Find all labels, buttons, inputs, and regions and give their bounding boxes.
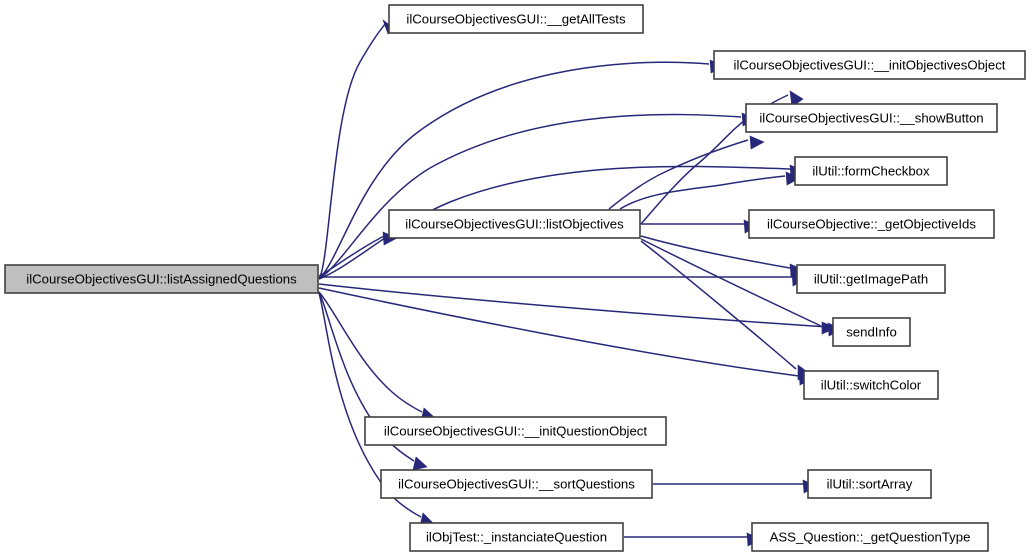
call-edge-sortQuestions-to-sortArray [653,479,818,494]
node-box[interactable] [713,50,1026,80]
call-edge-listObjectives-to-showButton [608,135,765,210]
node-label: ASS_Question::_getQuestionType [770,529,971,544]
call-edge-listAssignedQuestions-to-initQuestionObject [318,291,436,422]
node-box[interactable] [796,264,946,294]
node-box[interactable] [803,370,939,400]
node-layer: ilCourseObjectivesGUI::listAssignedQuest… [4,4,1026,552]
edge-line [608,139,749,210]
graph-node-instanciateQuestion[interactable]: ilObjTest::_instanciateQuestion [409,522,624,552]
node-label: ilCourseObjectivesGUI::__getAllTests [406,11,626,26]
node-label: ilUtil::switchColor [821,377,922,392]
graph-node-getQuestionType[interactable]: ASS_Question::_getQuestionType [751,522,989,552]
graph-node-formCheckbox[interactable]: ilUtil::formCheckbox [794,156,948,186]
node-box[interactable] [807,469,932,499]
call-edge-listObjectives-to-formCheckbox [619,171,801,210]
node-box[interactable] [832,317,911,347]
edge-line [318,291,423,413]
call-edge-listObjectives-to-getImagePath [640,235,805,278]
arrowhead-icon [785,171,801,186]
node-label: ilCourseObjectivesGUI::listObjectives [405,216,624,231]
node-box[interactable] [4,264,319,294]
edge-line [318,113,742,280]
graph-node-switchColor[interactable]: ilUtil::switchColor [803,370,939,400]
node-box[interactable] [794,156,948,186]
node-label: ilObjTest::_instanciateQuestion [426,529,607,544]
graph-node-sortQuestions[interactable]: ilCourseObjectivesGUI::__sortQuestions [380,469,653,499]
node-label: ilCourseObjectivesGUI::__sortQuestions [398,476,635,491]
node-box[interactable] [388,209,641,239]
node-box[interactable] [364,416,667,446]
edge-line [640,238,822,327]
edge-line [640,235,791,269]
graph-node-listObjectives[interactable]: ilCourseObjectivesGUI::listObjectives [388,209,641,239]
call-edge-listAssignedQuestions-to-showButton [318,112,757,280]
arrowhead-icon [821,321,837,335]
call-edge-listObjectives-to-switchColor [640,240,811,381]
graph-node-initObjectivesObject[interactable]: ilCourseObjectivesGUI::__initObjectivesO… [713,50,1026,80]
node-label: ilCourseObjectivesGUI::listAssignedQuest… [26,271,297,286]
node-label: ilCourseObjective::_getObjectiveIds [767,216,976,231]
call-edge-listAssignedQuestions-to-listObjectives [318,231,398,277]
edge-line [318,292,422,518]
node-box[interactable] [751,522,989,552]
edge-layer [318,19,843,547]
node-box[interactable] [748,209,995,239]
graph-node-sendInfo[interactable]: sendInfo [832,317,911,347]
graph-node-showButton[interactable]: ilCourseObjectivesGUI::__showButton [745,103,998,133]
call-edge-listObjectives-to-sendInfo [640,238,837,335]
graph-node-getObjectiveIds[interactable]: ilCourseObjective::_getObjectiveIds [748,209,995,239]
node-label: ilCourseObjectivesGUI::__initObjectivesO… [734,57,1006,72]
call-edge-instanciateQuestion-to-getQuestionType [624,532,762,547]
edge-line [318,165,791,280]
arrowhead-icon [789,90,804,108]
arrowhead-icon [749,135,765,150]
edge-line [318,61,710,280]
call-edge-listObjectives-to-getObjectiveIds [641,219,759,234]
node-label: ilUtil::sortArray [827,476,913,491]
node-box[interactable] [409,522,624,552]
graph-node-sortArray[interactable]: ilUtil::sortArray [807,469,932,499]
call-edge-listAssignedQuestions-to-initObjectivesObject [318,59,725,280]
graph-node-getImagePath[interactable]: ilUtil::getImagePath [796,264,946,294]
node-label: sendInfo [846,324,897,339]
edge-line [318,287,800,377]
call-edge-listAssignedQuestions-to-switchColor [318,287,814,386]
node-box[interactable] [745,103,998,133]
node-box[interactable] [380,469,653,499]
node-label: ilUtil::formCheckbox [812,163,930,178]
arrowhead-icon [412,456,428,471]
node-label: ilCourseObjectivesGUI::__initQuestionObj… [384,423,647,438]
edge-line [318,283,829,328]
edge-line [318,22,387,280]
node-box[interactable] [388,4,644,34]
node-label: ilUtil::getImagePath [814,271,928,286]
node-label: ilCourseObjectivesGUI::__showButton [759,110,983,125]
edge-line [318,235,385,277]
graph-node-getAllTests[interactable]: ilCourseObjectivesGUI::__getAllTests [388,4,644,34]
edge-line [640,240,797,370]
graph-node-initQuestionObject[interactable]: ilCourseObjectivesGUI::__initQuestionObj… [364,416,667,446]
graph-node-listAssignedQuestions[interactable]: ilCourseObjectivesGUI::listAssignedQuest… [4,264,319,294]
edge-line [619,175,786,210]
call-edge-listAssignedQuestions-to-sendInfo [318,283,843,337]
